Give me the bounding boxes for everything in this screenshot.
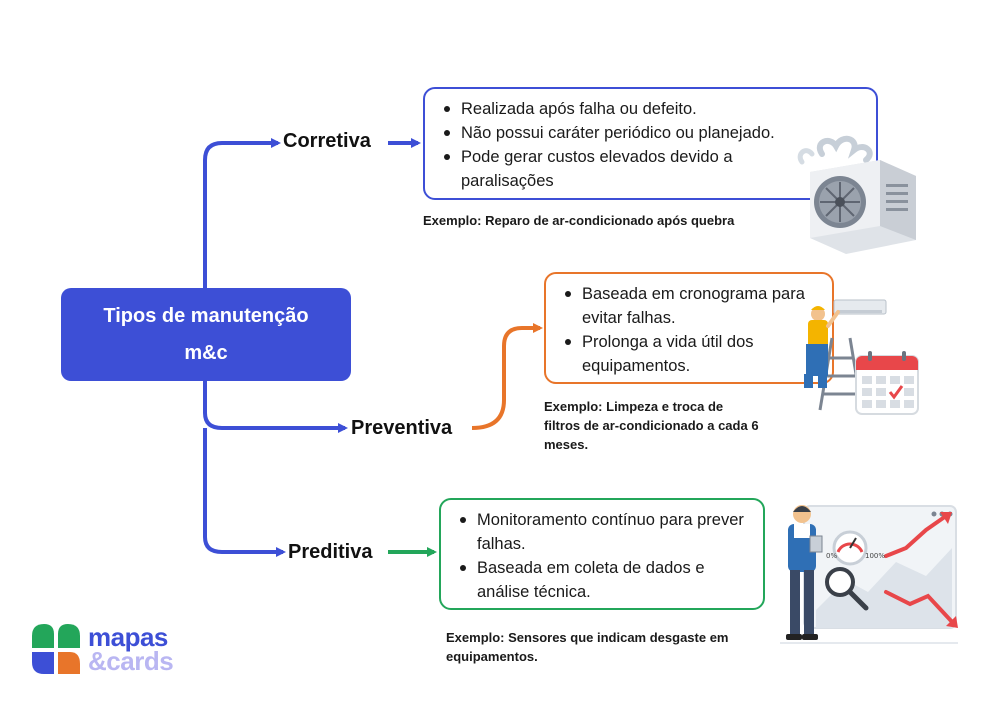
- root-node: Tipos de manutenção m&c: [61, 288, 351, 381]
- preditiva-example: Exemplo: Sensores que indicam desgaste e…: [446, 630, 729, 664]
- corretiva-bullet: Realizada após falha ou defeito.: [444, 97, 862, 121]
- preventiva-bullet: Prolonga a vida útil dos equipamentos.: [565, 330, 818, 378]
- root-title: Tipos de manutenção: [103, 304, 309, 327]
- connector-root-preventiva: [203, 381, 348, 433]
- logo-mark-icon: [32, 624, 80, 674]
- preventiva-example: Exemplo: Limpeza e troca de filtros de a…: [544, 399, 759, 452]
- corretiva-example: Exemplo: Reparo de ar-condicionado após …: [423, 213, 735, 228]
- preventiva-bullet: Baseada em cronograma para evitar falhas…: [565, 282, 818, 330]
- branch-label-preditiva: Preditiva: [288, 541, 373, 563]
- preditiva-bullet: Monitoramento contínuo para prever falha…: [460, 508, 749, 556]
- preventiva-bullet-list: Baseada em cronograma para evitar falhas…: [560, 282, 818, 378]
- corretiva-bullet: Não possui caráter periódico ou planejad…: [444, 121, 862, 145]
- logo-text-cards: &cards: [88, 646, 174, 676]
- preditiva-bullet-list: Monitoramento contínuo para prever falha…: [455, 508, 749, 604]
- connector-root-preditiva: [203, 428, 286, 557]
- preditiva-bullet: Baseada em coleta de dados e análise téc…: [460, 556, 749, 604]
- corretiva-bullet-list: Realizada após falha ou defeito. Não pos…: [439, 97, 862, 193]
- gauge-max-label: 100%: [865, 552, 885, 560]
- connector-preventiva-box: [471, 323, 543, 430]
- branch-label-preventiva: Preventiva: [351, 417, 453, 439]
- corretiva-description-box: Realizada após falha ou defeito. Não pos…: [423, 87, 878, 200]
- air-conditioner-unit-icon: [797, 135, 916, 254]
- connector-root-corretiva: [203, 138, 281, 288]
- gauge-min-label: 0%: [826, 552, 837, 560]
- preditiva-description-box: Monitoramento contínuo para prever falha…: [439, 498, 765, 610]
- preventiva-description-box: Baseada em cronograma para evitar falhas…: [544, 272, 834, 384]
- branch-label-corretiva: Corretiva: [283, 130, 371, 152]
- analyst-dashboard-icon: 0% 100%: [780, 505, 958, 644]
- corretiva-bullet: Pode gerar custos elevados devido a para…: [444, 145, 781, 193]
- technician-ladder-calendar-icon: [804, 299, 919, 415]
- root-subtitle: m&c: [184, 341, 228, 364]
- logo-text-mapas: mapas: [88, 622, 168, 652]
